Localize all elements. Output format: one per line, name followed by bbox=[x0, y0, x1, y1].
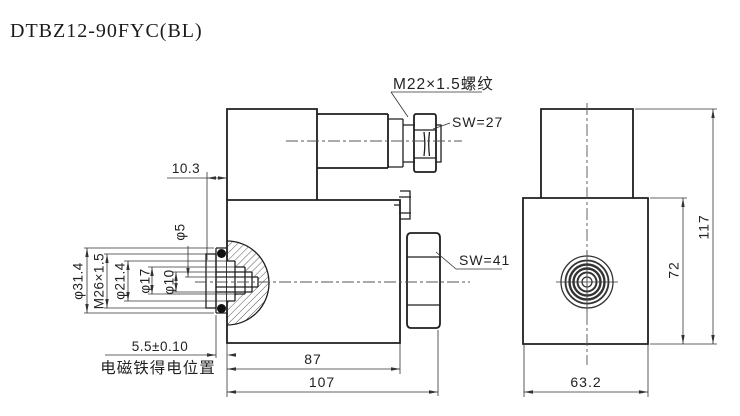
dim-pin-tip-dia: φ5 bbox=[173, 223, 252, 278]
thread-callout: M22×1.5螺纹 bbox=[390, 75, 494, 118]
dim-step-dia-2-label: φ17 bbox=[138, 268, 153, 293]
front-view-dimensions: φ31.4 M26×1.5 φ21.4 φ17 φ10 bbox=[71, 75, 510, 397]
dim-oring-dia: φ31.4 bbox=[71, 247, 214, 314]
energized-position-note: 电磁铁得电位置 bbox=[100, 359, 216, 377]
dim-overall-width-label: 107 bbox=[309, 374, 335, 390]
dim-offset-label: 10.3 bbox=[172, 161, 200, 176]
dim-overall-height: 117 bbox=[635, 108, 717, 345]
oring-seal-top bbox=[217, 249, 226, 258]
dim-side-width: 63.2 bbox=[523, 344, 649, 397]
dim-body-height-label: 72 bbox=[666, 261, 682, 279]
sw27-label: SW=27 bbox=[452, 114, 503, 130]
side-view-dimensions: 117 72 63.2 bbox=[523, 108, 717, 397]
side-body-outline bbox=[522, 197, 649, 345]
dim-body-width-label: 87 bbox=[304, 351, 322, 367]
drawing-title: DTBZ12-90FYC(BL) bbox=[10, 20, 203, 42]
sw41-callout: SW=41 bbox=[435, 251, 510, 270]
dim-step-dia-2: φ17 bbox=[138, 266, 235, 295]
sw27-callout: SW=27 bbox=[432, 114, 503, 130]
dim-body-height: 72 bbox=[650, 197, 687, 344]
hex-nut-sw41 bbox=[406, 232, 441, 329]
tube-thread-section bbox=[403, 124, 415, 163]
dim-pin-tip-dia-label: φ5 bbox=[173, 223, 188, 240]
sw41-label: SW=41 bbox=[459, 252, 510, 268]
hex-nut-sw27 bbox=[413, 113, 437, 173]
dim-step-dia-1-label: φ21.4 bbox=[113, 262, 128, 300]
dim-body-width: 87 bbox=[227, 343, 401, 374]
dim-step-dia-1: φ21.4 bbox=[113, 260, 227, 302]
hex-nut-sw27-flats bbox=[414, 129, 436, 159]
dim-stroke-label: 5.5±0.10 bbox=[132, 339, 188, 354]
plug-arc-outline bbox=[226, 240, 270, 326]
pin-assembly bbox=[205, 240, 270, 326]
dim-thread-spec-label: M26×1.5 bbox=[92, 253, 107, 309]
slot-clear-2 bbox=[235, 267, 245, 294]
dim-offset: 10.3 bbox=[167, 161, 227, 260]
thread-callout-label: M22×1.5螺纹 bbox=[393, 75, 494, 93]
dim-stroke: 5.5±0.10 电磁铁得电位置 bbox=[100, 315, 236, 397]
dim-side-width-label: 63.2 bbox=[570, 374, 601, 390]
dim-overall-height-label: 117 bbox=[696, 214, 712, 239]
side-view bbox=[522, 103, 649, 365]
pin-flange bbox=[205, 253, 217, 309]
dim-oring-dia-label: φ31.4 bbox=[71, 262, 86, 300]
tube-collar bbox=[388, 118, 404, 168]
front-view bbox=[195, 108, 470, 344]
hex-nut-sw41-flats bbox=[407, 256, 440, 306]
dim-thread-spec: M26×1.5 bbox=[92, 253, 206, 309]
oring-seal-bottom bbox=[217, 304, 226, 313]
dim-overall-width: 107 bbox=[227, 330, 439, 396]
coil-block-outline bbox=[226, 108, 318, 200]
bleed-screw bbox=[394, 190, 411, 220]
slot-clear-1 bbox=[227, 261, 235, 301]
dim-pin-dia: φ10 bbox=[162, 269, 216, 295]
tube-end-cap bbox=[436, 124, 442, 163]
dim-pin-dia-label: φ10 bbox=[162, 269, 177, 294]
